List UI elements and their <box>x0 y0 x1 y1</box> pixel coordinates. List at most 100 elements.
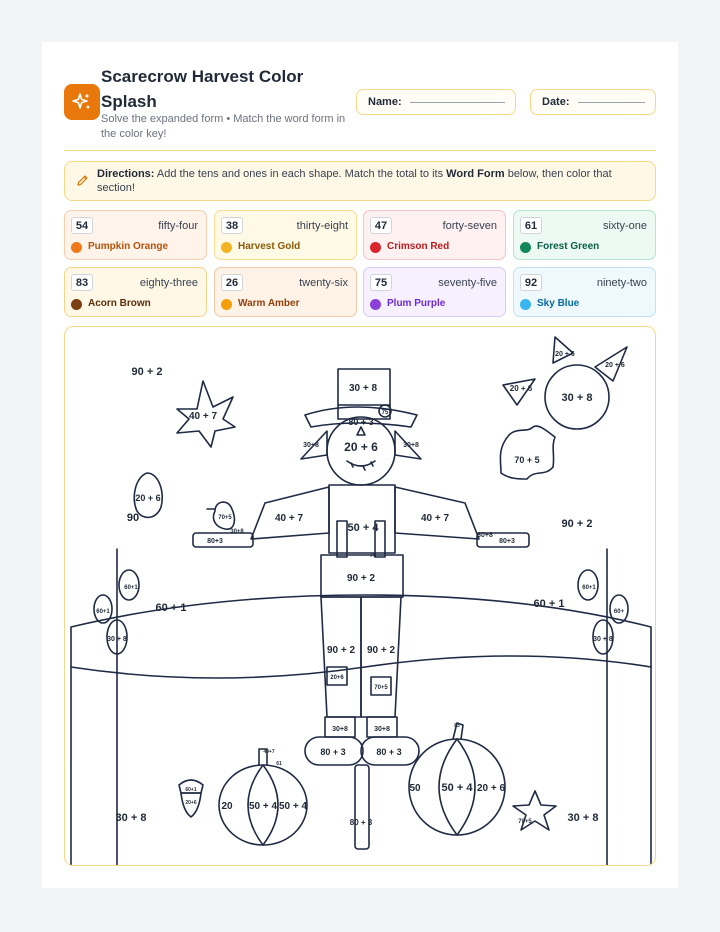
label: 40 + 7 <box>421 513 450 524</box>
pant-left[interactable] <box>320 596 362 718</box>
coloring-picture: 90 + 2 40 + 7 20 + 6 90 30 + 8 75 80 + 3… <box>64 326 656 866</box>
directions-emphasis: Word Form <box>446 168 505 180</box>
label: 30+8 <box>230 529 244 535</box>
hat-button[interactable] <box>378 404 392 418</box>
label: 83 <box>454 723 460 729</box>
name-label: Name: <box>368 96 402 108</box>
page-title: Scarecrow Harvest Color Splash <box>101 67 304 111</box>
color-swatch <box>520 299 531 310</box>
shirt-body[interactable] <box>328 484 396 554</box>
label: 60+1 <box>185 787 196 793</box>
label: 70 + 5 <box>514 455 539 465</box>
color-swatch <box>520 242 531 253</box>
nose[interactable] <box>356 426 366 436</box>
name-field[interactable]: Name: <box>356 89 516 115</box>
label: 30+8 <box>403 442 419 449</box>
label: 60 + 1 <box>534 598 565 610</box>
label: 30+8 <box>303 442 319 449</box>
acorn-body[interactable] <box>180 792 202 818</box>
pumpkin-right-stem[interactable] <box>452 722 464 740</box>
corn-leaf[interactable] <box>93 594 113 624</box>
label: 40 + 7 <box>189 411 218 422</box>
label: 30+8 <box>477 532 493 539</box>
strap-left[interactable] <box>336 520 348 558</box>
acorn-cap[interactable] <box>178 779 204 794</box>
sun-circle[interactable] <box>544 364 610 430</box>
label: 90 <box>127 512 139 524</box>
directions-label: Directions: <box>97 168 155 180</box>
boot-right[interactable] <box>360 736 420 766</box>
label: 60+ <box>614 609 625 615</box>
label: 80 + 3 <box>348 417 373 427</box>
cloud-badge[interactable] <box>499 425 556 480</box>
stick-right[interactable] <box>476 532 530 548</box>
mouth[interactable] <box>346 460 376 471</box>
front-field[interactable] <box>70 655 652 679</box>
label: 30 + 8 <box>116 812 147 824</box>
hat-crown[interactable] <box>337 368 391 420</box>
color-swatch <box>221 299 232 310</box>
date-line[interactable] <box>577 101 645 103</box>
label: 60+1 <box>96 609 110 615</box>
label: 70+5 <box>518 819 532 825</box>
hair-left[interactable] <box>300 430 328 460</box>
label: 20 + 6 <box>344 440 378 454</box>
label: 70+5 <box>374 685 388 691</box>
label: 50 + 4 <box>249 801 278 812</box>
patch-right[interactable] <box>370 676 392 696</box>
color-swatch <box>71 242 82 253</box>
hat-brim[interactable] <box>304 406 418 428</box>
corn-leaf[interactable] <box>106 619 128 655</box>
leaf-top[interactable] <box>552 336 574 364</box>
pant-right[interactable] <box>360 596 402 718</box>
label: 50 <box>409 783 421 794</box>
back-hill[interactable] <box>70 594 652 866</box>
bird[interactable] <box>212 501 236 530</box>
label: 20+6 <box>185 800 196 806</box>
label: 80 + 3 <box>320 747 345 757</box>
leaf-top-right[interactable] <box>594 346 628 382</box>
name-line[interactable] <box>409 101 505 103</box>
label: 60+1 <box>582 585 596 591</box>
strap-right[interactable] <box>374 520 386 558</box>
label: 70+5 <box>218 515 232 521</box>
post[interactable] <box>354 764 370 850</box>
boot-left[interactable] <box>304 736 364 766</box>
pumpkin-left-ribs[interactable] <box>247 764 279 846</box>
pumpkin-right-ribs[interactable] <box>438 738 476 836</box>
date-field[interactable]: Date: <box>530 89 656 115</box>
label: 50 + 4 <box>279 801 308 812</box>
label: 80+3 <box>499 538 515 545</box>
stick-left[interactable] <box>192 532 254 548</box>
label: 20 + 6 <box>555 351 575 358</box>
maple-leaf[interactable] <box>176 380 236 448</box>
pumpkin-left-stem[interactable] <box>258 748 268 766</box>
label: 61 <box>276 761 282 767</box>
oak-leaf[interactable] <box>133 472 163 519</box>
label: 40+7 <box>263 749 274 755</box>
label: 20 + 6 <box>510 384 533 393</box>
label: 30 + 8 <box>107 636 127 643</box>
label: 75 <box>370 553 377 559</box>
hair-right[interactable] <box>394 430 422 460</box>
patch-left[interactable] <box>326 666 348 686</box>
corn-leaf[interactable] <box>592 619 614 655</box>
corn-leaf[interactable] <box>118 569 140 601</box>
label: 80+3 <box>207 538 223 545</box>
star-shape[interactable] <box>512 790 557 831</box>
label: 30+8 <box>332 726 348 733</box>
logo <box>64 84 100 120</box>
label: 20 <box>221 801 233 812</box>
corn-leaf[interactable] <box>577 569 599 601</box>
leaf-top-left[interactable] <box>502 378 536 406</box>
label: 80 + 3 <box>376 747 401 757</box>
label: 50 + 4 <box>442 782 474 794</box>
corn-leaf[interactable] <box>609 594 629 624</box>
label: 90 + 2 <box>327 645 356 656</box>
